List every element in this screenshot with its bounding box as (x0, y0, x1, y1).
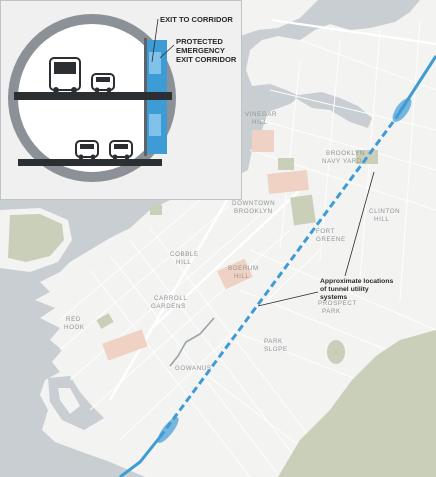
park-small-1 (278, 158, 294, 170)
label-clinton-hill-1: CLINTON (369, 208, 400, 215)
label-carroll-gardens-2: GARDENS (151, 303, 186, 310)
label-fort-greene-2: GREENE (316, 236, 346, 243)
label-red-hook-1: RED (66, 316, 81, 323)
label-prospect-park-1: PROSPECT (318, 300, 357, 307)
label-park-slope-1: PARK (264, 338, 283, 345)
bus-icon (49, 57, 81, 93)
land-manhattan (240, 0, 318, 36)
park-small-4 (356, 150, 378, 164)
park-fort-greene (290, 194, 316, 226)
park-lake (327, 340, 345, 364)
lower-roadway-deck (18, 159, 162, 166)
emergency-corridor-highlight (149, 52, 161, 74)
water-navy-yard (292, 92, 372, 128)
inset-border (0, 0, 242, 200)
car-icon (91, 73, 115, 93)
tunnel-cross-section-inset: EXIT TO CORRIDOR PROTECTED EMERGENCY EXI… (0, 0, 242, 200)
neighborhood-labels: VINEGAR HILL BROOKLYN NAVY YARD DOWNTOWN… (64, 111, 400, 372)
park-small-2 (96, 313, 114, 329)
major-roads (108, 18, 436, 401)
label-red-hook-2: HOOK (64, 324, 85, 331)
label-downtown-1: DOWNTOWN (232, 200, 275, 207)
tunnel-station-south (157, 417, 179, 443)
label-vinegar-hill-2: HILL (252, 119, 267, 126)
leader-exit-corridor (151, 18, 159, 63)
label-vinegar-hill-1: VINEGAR (245, 111, 277, 118)
label-park-slope-2: SLOPE (264, 346, 288, 353)
label-fort-greene-1: FORT (316, 228, 335, 235)
label-clinton-hill-2: HILL (374, 216, 389, 223)
label-downtown-2: BROOKLYN (234, 208, 273, 215)
label-navy-yard-2: NAVY YARD (322, 158, 362, 165)
tunnel-dashed-line (158, 117, 398, 438)
leader-protected-corridor (159, 44, 175, 59)
label-exit-corridor: EXIT TO CORRIDOR (160, 15, 233, 24)
label-prospect-park-2: PARK (322, 308, 341, 315)
car-icon (109, 140, 133, 160)
label-navy-yard-1: BROOKLYN (326, 150, 365, 157)
annotation-line-1: Approximate locations (320, 278, 393, 285)
tunnel-portal-south (119, 436, 162, 477)
tunnel-station-north (392, 98, 412, 122)
park-small-3 (150, 205, 162, 215)
label-protected-2: EMERGENCY (176, 46, 225, 55)
annotation: Approximate locations of tunnel utility … (257, 171, 393, 307)
park-prospect (278, 330, 436, 477)
label-cobble-hill-2: HILL (176, 259, 191, 266)
upper-roadway-deck (14, 92, 172, 100)
label-cobble-hill-1: COBBLE (170, 251, 199, 258)
label-protected-3: EXIT CORRIDOR (176, 55, 237, 64)
emergency-corridor-highlight-2 (149, 114, 161, 136)
annotation-leader-1 (344, 171, 375, 277)
label-boerum-hill-2: HILL (234, 273, 249, 280)
annotation-line-2: of tunnel utility (320, 286, 369, 293)
tunnel-route (119, 55, 436, 477)
gowanus-canal (169, 317, 215, 367)
label-gowanus: GOWANUS (175, 365, 212, 372)
land-pier (58, 388, 80, 414)
annotation-leader-2 (257, 291, 319, 307)
label-protected-1: PROTECTED (176, 37, 223, 46)
annotation-line-3: systems (320, 294, 347, 301)
historic-districts (102, 130, 309, 361)
label-carroll-gardens-1: CARROLL (154, 295, 187, 302)
car-icon (75, 140, 99, 160)
park-governors-island (8, 214, 64, 262)
street-grid (59, 19, 436, 477)
label-boerum-hill-1: BOERUM (228, 265, 259, 272)
